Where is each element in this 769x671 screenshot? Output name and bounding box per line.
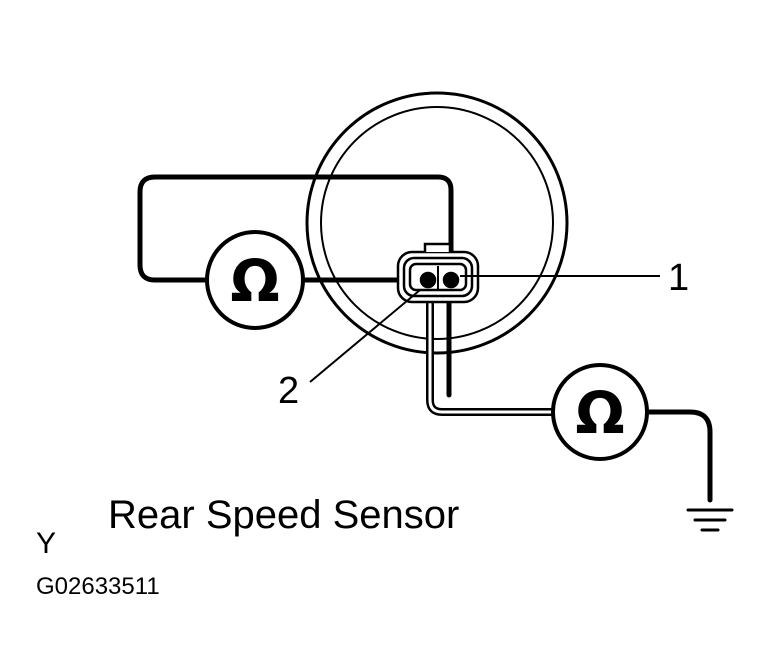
ohmmeter-right: Ω	[551, 363, 649, 461]
callout-leader-2	[309, 289, 421, 383]
callout-label-2: 2	[278, 370, 299, 412]
sensor-inner-ring	[320, 106, 554, 340]
callout-label-1: 1	[668, 257, 689, 299]
ohm-symbol-right: Ω	[575, 379, 624, 447]
corner-letter: Y	[36, 527, 56, 560]
ohmmeter-left-body	[205, 230, 305, 330]
ohmmeter-left: Ω	[205, 230, 305, 330]
ground-symbol	[686, 508, 734, 532]
callout-leaders	[309, 275, 660, 383]
connector-pin-1	[442, 271, 460, 289]
diagram-caption: Rear Speed Sensor	[108, 493, 459, 537]
sensor-body	[305, 91, 569, 355]
connector-pin-2	[419, 271, 437, 289]
sensor-connector	[396, 242, 480, 304]
right-measurement-wire	[426, 296, 713, 503]
sensor-outer-ring	[305, 91, 569, 355]
ohm-symbol-left: Ω	[230, 247, 279, 315]
figure-code: G02633511	[36, 573, 160, 600]
ohmmeter-right-body	[551, 363, 649, 461]
